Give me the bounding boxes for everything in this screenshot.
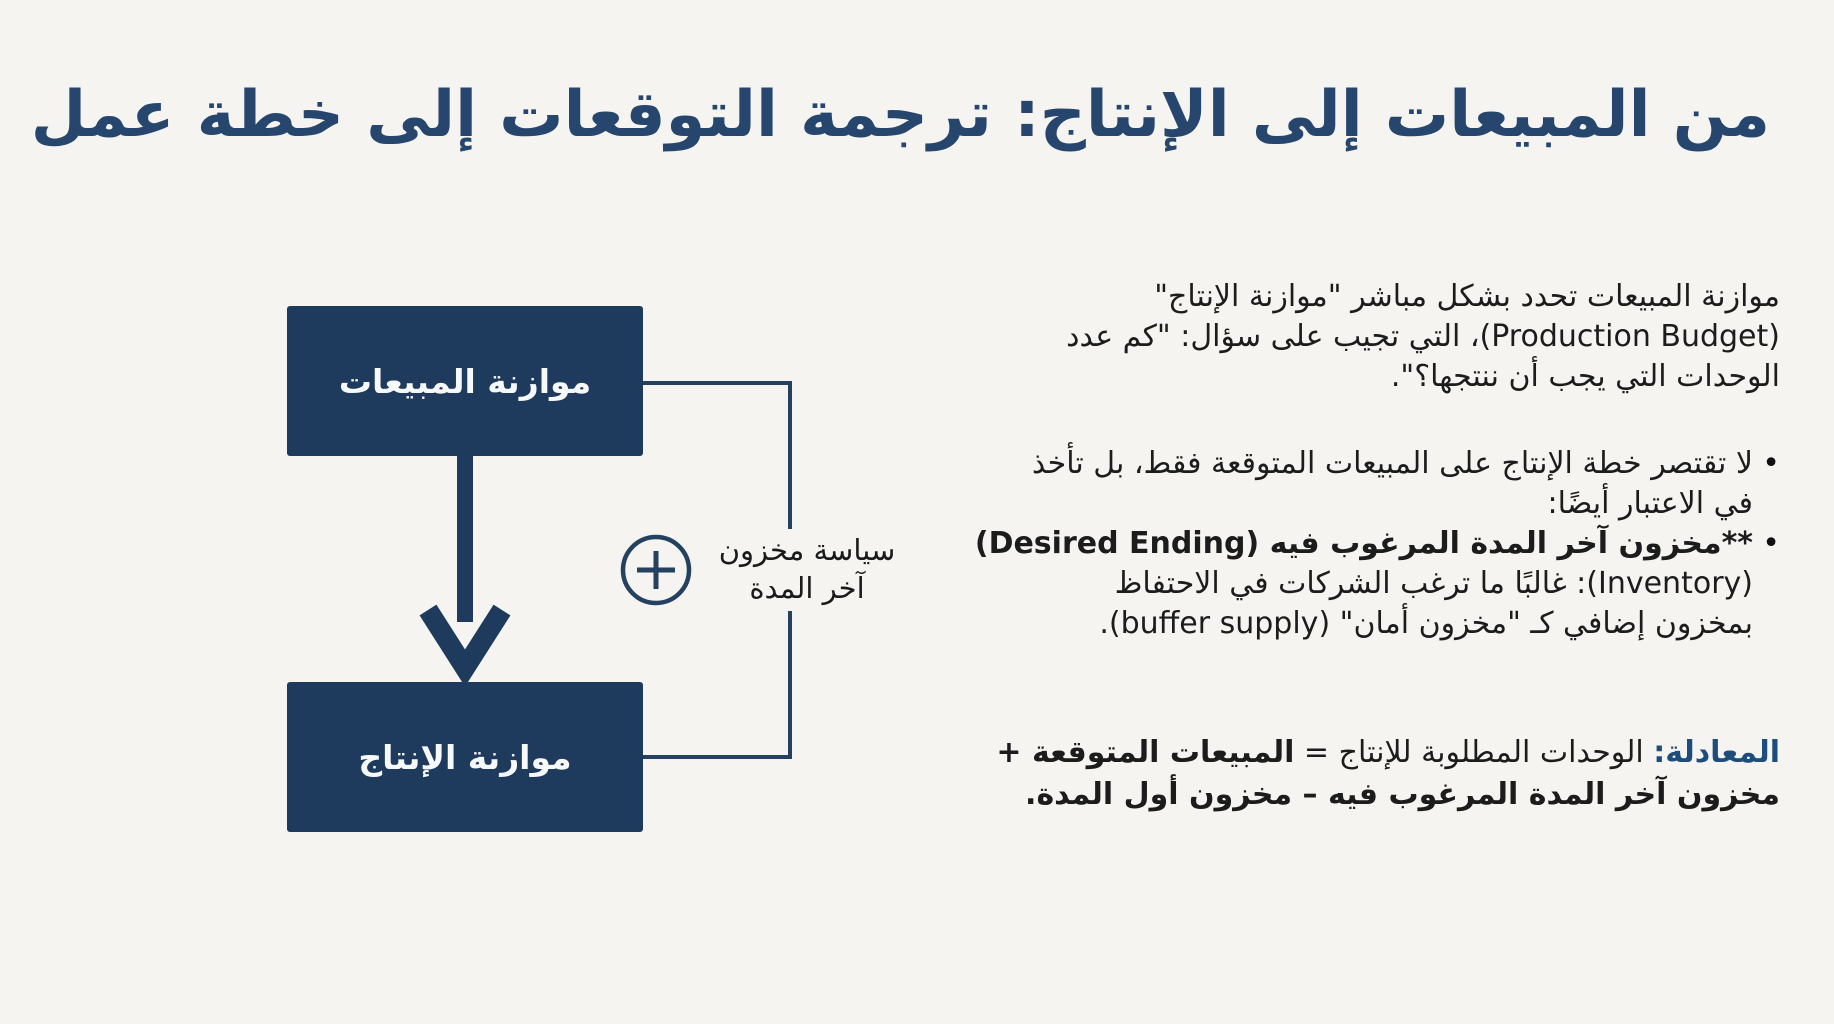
- bullet-item-production-plan: • لا تقتصر خطة الإنتاج على المبيعات المت…: [990, 444, 1780, 524]
- bullet-dot-icon: •: [1762, 446, 1780, 481]
- intro-line: الوحدات التي يجب أن ننتجها؟".: [1390, 359, 1780, 394]
- bullet-dot-icon: •: [1762, 526, 1780, 561]
- formula-line: المعادلة: الوحدات المطلوبة للإنتاج = الم…: [990, 732, 1780, 774]
- arrow-head-icon: [419, 604, 511, 687]
- text-column: موازنة المبيعات تحدد بشكل مباشر "موازنة …: [974, 277, 1780, 816]
- formula-line-bold: مخزون آخر المدة المرغوب فيه – مخزون أول …: [1025, 777, 1780, 812]
- slide-title: من المبيعات إلى الإنتاج: ترجمة التوقعات …: [30, 78, 1770, 152]
- production-budget-box: موازنة الإنتاج: [287, 682, 643, 832]
- bullet-line: لا تقتصر خطة الإنتاج على المبيعات المتوق…: [1031, 446, 1753, 481]
- formula-normal-text: الوحدات المطلوبة للإنتاج =: [1294, 735, 1654, 770]
- sales-budget-box-label: موازنة المبيعات: [338, 361, 592, 401]
- formula-label: المعادلة:: [1653, 735, 1780, 770]
- bullet-line: (Inventory): غالبًا ما ترغب الشركات في ا…: [1114, 566, 1753, 601]
- production-budget-box-label: موازنة الإنتاج: [358, 737, 572, 777]
- intro-paragraph: موازنة المبيعات تحدد بشكل مباشر "موازنة …: [990, 277, 1780, 397]
- inventory-policy-label-line1: سياسة مخزون: [718, 533, 896, 567]
- formula-bold-text: المبيعات المتوقعة +: [996, 735, 1295, 770]
- bullet-item-desired-ending-inventory: • **مخزون آخر المدة المرغوب فيه (Desired…: [974, 524, 1780, 644]
- bullet-list: • لا تقتصر خطة الإنتاج على المبيعات المت…: [974, 444, 1780, 644]
- inventory-policy-label: سياسة مخزون آخر المدة: [700, 529, 914, 611]
- formula-paragraph: المعادلة: الوحدات المطلوبة للإنتاج = الم…: [990, 732, 1780, 816]
- intro-line: (Production Budget)، التي تجيب على سؤال:…: [1066, 319, 1780, 354]
- intro-line: موازنة المبيعات تحدد بشكل مباشر "موازنة …: [1154, 279, 1780, 314]
- sales-budget-box: موازنة المبيعات: [287, 306, 643, 456]
- bullet-line-bold: **مخزون آخر المدة المرغوب فيه (Desired E…: [974, 526, 1753, 561]
- bullet-line: بمخزون إضافي كـ "مخزون أمان" (buffer sup…: [1099, 606, 1753, 641]
- bullet-line: في الاعتبار أيضًا:: [1547, 486, 1753, 521]
- inventory-policy-label-line2: آخر المدة: [749, 571, 865, 605]
